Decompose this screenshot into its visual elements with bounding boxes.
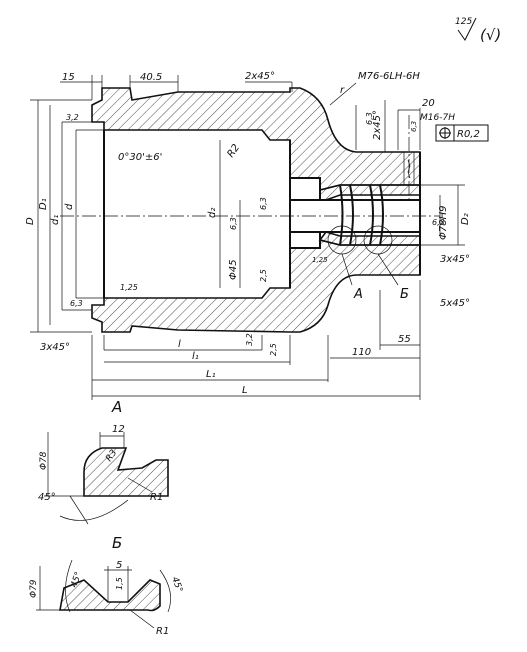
dim-chamfer-top: 2x45°	[245, 71, 275, 82]
detail-A-diameter: Φ78	[39, 451, 49, 470]
rough-6-3-c: 6,3	[229, 217, 238, 230]
dim-radius-r2: R2	[225, 143, 242, 160]
dim-radius-r: r	[340, 85, 345, 96]
rough-3-2-b: 3,2	[245, 333, 254, 346]
rough-3-2: 3,2	[66, 113, 79, 122]
label-detail-A: A	[353, 287, 363, 302]
position-tolerance-value: R0,2	[457, 129, 480, 140]
detail-B-depth: 1,5	[115, 577, 124, 590]
detail-A-title: A	[111, 398, 122, 416]
dim-thread-main: M76-6LH-6H	[358, 71, 420, 82]
roughness-general-value: 125	[455, 17, 472, 27]
rough-2-5-a: 2,5	[259, 269, 268, 282]
detail-A-angle: 45°	[38, 492, 56, 503]
dim-chamfer-5x45: 5x45°	[440, 298, 470, 309]
rough-1-25-b: 1,25	[312, 256, 328, 264]
dim-d1: d₁	[50, 215, 61, 225]
detail-B-view: Б 5 1,5 R1 Φ79 45° 45°	[29, 534, 184, 637]
detail-B-width: 5	[116, 560, 122, 571]
dim-D2: D₂	[460, 213, 471, 225]
detail-A-width: 12	[112, 424, 125, 435]
label-detail-B: Б	[400, 287, 409, 302]
dim-L1: L₁	[206, 369, 216, 380]
lower-wall-section	[91, 238, 421, 333]
dim-phi45: Φ45	[228, 259, 239, 280]
dim-D: D	[25, 217, 36, 225]
position-tolerance-frame: R0,2	[435, 124, 489, 142]
dim-D1: D₁	[38, 198, 49, 210]
detail-B-title: Б	[112, 534, 122, 552]
dim-chamfer-3x45-right: 3x45°	[440, 254, 470, 265]
dim-chamfer-3x45-left: 3x45°	[40, 342, 70, 353]
dim-15: 15	[62, 72, 75, 83]
dim-taper: 0°30'±6'	[118, 152, 162, 163]
dim-thread-small: M16-7H	[420, 113, 455, 123]
dim-l: l	[178, 339, 181, 350]
detail-A-view: A 12 R3 R1 Φ78 45°	[38, 398, 169, 525]
detail-B-root-radius: R1	[156, 626, 169, 637]
rough-6-3-a: 6,3	[365, 112, 374, 125]
dim-l1: l₁	[192, 351, 199, 362]
main-view-dimensions: 15 40.5 2x45° M76-6LH-6H r 2x45° 6,3 20 …	[25, 71, 489, 396]
upper-wall-section	[91, 87, 421, 192]
dim-chamfer-vert: 2x45°	[372, 110, 383, 140]
detail-B-angle-right: 45°	[169, 576, 184, 594]
rough-6-3-d: 6,3	[259, 197, 268, 210]
rough-2-5-b: 2,5	[269, 343, 278, 356]
dim-d2: d₂	[207, 208, 218, 218]
dim-20: 20	[422, 98, 435, 109]
detail-B-diameter: Φ79	[29, 579, 39, 598]
detail-A-root-radius: R1	[150, 492, 163, 503]
rough-6-3-f: 6,3	[432, 218, 445, 227]
dim-phi78-h9: Φ78H9	[438, 206, 449, 240]
rough-6-3-e: 6,3	[70, 299, 83, 308]
main-section-view	[30, 75, 465, 400]
dim-40-5: 40.5	[140, 72, 162, 83]
roughness-symbol: 125 (√)	[455, 17, 501, 44]
rough-1-25: 1,25	[120, 283, 138, 292]
roughness-other-symbol: (√)	[480, 26, 501, 44]
rough-6-3-b: 6,3	[410, 121, 418, 132]
dim-110: 110	[352, 347, 371, 358]
dim-55: 55	[398, 334, 411, 345]
dim-d: d	[64, 203, 75, 210]
dim-L: L	[242, 385, 248, 396]
